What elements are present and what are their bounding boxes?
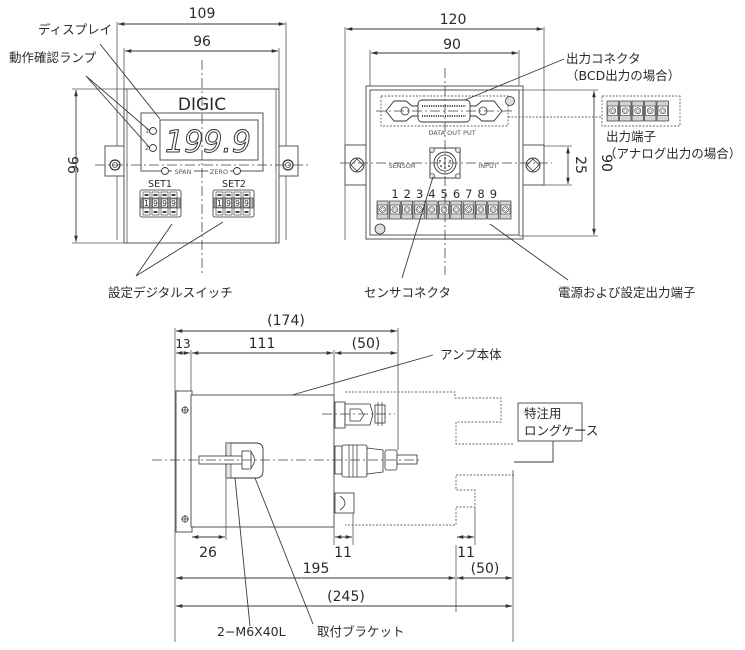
zero-label: ZERO xyxy=(210,168,228,176)
dim-50-top: (50) xyxy=(352,336,381,352)
lamp-1-label: 1 xyxy=(145,127,149,135)
dim-13: 13 xyxy=(175,337,190,351)
switch-digit: 1 xyxy=(144,199,149,208)
terminal-number: 7 xyxy=(465,187,472,201)
terminal-screw xyxy=(401,200,413,220)
dim-120: 120 xyxy=(440,12,467,28)
long-case-outline xyxy=(345,391,514,445)
bcd-connector-side xyxy=(334,401,386,429)
sensor-label: SENSOR xyxy=(389,162,416,170)
lamp-2 xyxy=(149,144,157,152)
screw-icon xyxy=(181,406,189,414)
screw-icon xyxy=(181,515,189,523)
callout-output-terminal-note: （アナログ出力の場合） xyxy=(604,146,741,161)
dim-90-height: 90 xyxy=(598,154,614,172)
terminal-number: 1 xyxy=(391,187,398,201)
dim-25: 25 xyxy=(572,156,588,174)
switch-digit: 9 xyxy=(153,199,158,208)
dim-195: 195 xyxy=(303,561,330,577)
terminal-number: 2 xyxy=(404,187,411,201)
dim-96-height: 96 xyxy=(64,156,80,174)
span-pot xyxy=(161,167,169,175)
callout-lamp: 動作確認ランプ xyxy=(9,50,97,65)
dim-174: (174) xyxy=(267,313,305,329)
display-value: 199.9 xyxy=(165,125,251,160)
terminal-screw xyxy=(499,200,512,220)
screw-icon xyxy=(525,157,541,173)
terminal-screw xyxy=(475,200,487,220)
terminal-screw xyxy=(413,200,426,220)
lamp-1 xyxy=(149,127,157,135)
dim-11-long: 11 xyxy=(457,545,475,561)
dim-90-width: 90 xyxy=(443,37,461,53)
terminal-screw xyxy=(425,200,438,220)
analog-terminal-screw xyxy=(619,100,632,122)
switch-digit: 9 xyxy=(235,199,240,208)
sensor-connector-side xyxy=(334,444,418,478)
dim-26: 26 xyxy=(199,545,217,561)
callout-power-terminal: 電源および設定出力端子 xyxy=(558,285,696,300)
set2-label: SET2 xyxy=(222,179,246,190)
terminal-number: 9 xyxy=(490,187,497,201)
lamp-2-label: 2 xyxy=(145,144,149,152)
display-window xyxy=(159,119,259,161)
terminal-screw xyxy=(388,200,401,220)
long-case-callout-box xyxy=(517,402,583,442)
terminal-screw xyxy=(376,200,389,220)
callout-output-connector: 出力コネクタ xyxy=(566,51,641,66)
switch-digit: 9 xyxy=(171,199,176,208)
dim-111: 111 xyxy=(249,336,276,352)
analog-terminal-screw xyxy=(656,100,669,122)
dim-109: 109 xyxy=(189,6,216,22)
switch-digit: 9 xyxy=(244,199,249,208)
callout-sensor-connector: センサコネクタ xyxy=(364,285,451,300)
flange xyxy=(175,390,193,533)
callout-digital-switch: 設定デジタルスイッチ xyxy=(108,285,233,300)
analog-terminal-screw xyxy=(606,100,619,122)
dim-11-body: 11 xyxy=(334,545,352,561)
analog-terminal-screw xyxy=(644,100,657,122)
side-view: (174) 13 111 (50) xyxy=(152,313,598,642)
callout-output-connector-note: （BCD出力の場合） xyxy=(566,68,680,83)
dim-50-bottom: (50) xyxy=(471,561,500,577)
terminal-screw xyxy=(487,200,500,220)
dim-96-width: 96 xyxy=(193,34,211,50)
switch-digit: 9 xyxy=(226,199,231,208)
screw-icon xyxy=(349,157,365,173)
terminal-screw xyxy=(462,200,475,220)
screw-icon xyxy=(505,96,515,106)
callout-bracket: 取付ブラケット xyxy=(317,624,405,639)
span-label: SPAN xyxy=(175,168,192,176)
data-output-label: DATA OUT PUT xyxy=(428,129,475,137)
terminal-number: 3 xyxy=(416,187,423,201)
set1-label: SET1 xyxy=(148,179,172,190)
callout-display: ディスプレイ xyxy=(38,22,112,37)
terminal-side xyxy=(334,492,355,514)
callout-screw: 2−M6X40L xyxy=(217,624,286,639)
screw-icon xyxy=(374,223,386,235)
rear-view: 120 90 90 25 xyxy=(340,12,741,300)
callout-amp-body: アンプ本体 xyxy=(440,347,502,362)
callout-output-terminal: 出力端子 xyxy=(606,129,656,144)
callout-long-case: 特注用 xyxy=(524,406,562,421)
terminal-number: 4 xyxy=(428,187,435,201)
input-label: INPUT xyxy=(478,162,497,170)
analog-terminal-screw xyxy=(631,100,644,122)
zero-pot xyxy=(233,167,241,175)
terminal-number: 8 xyxy=(477,187,484,201)
terminal-number: 6 xyxy=(453,187,460,201)
terminal-number: 5 xyxy=(441,187,448,201)
switch-digit: 1 xyxy=(217,199,222,208)
switch-digit: 9 xyxy=(162,199,167,208)
callout-long-case-2: ロングケース xyxy=(524,423,598,438)
front-view: 109 96 96 DIGIC 199.9 xyxy=(9,6,308,300)
analog-terminal-area xyxy=(601,95,681,127)
terminal-screw xyxy=(438,200,450,220)
dim-245: (245) xyxy=(327,589,365,605)
terminal-screw xyxy=(450,200,463,220)
